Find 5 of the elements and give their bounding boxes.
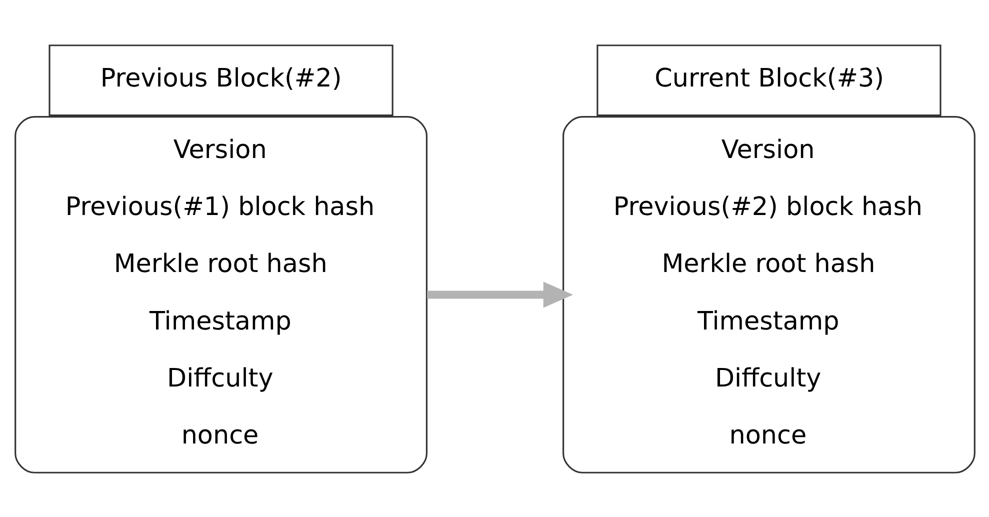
node-box: Previous Block(#2) <box>48 44 393 116</box>
arrow <box>426 281 573 308</box>
node-box: Version Previous(#2) block hash Merkle root hash Timestamp Diffculty nonce <box>562 116 975 473</box>
node-box: Version Previous(#1) block hash Merkle root hash Timestamp Diffculty nonce <box>14 116 427 473</box>
node-box: Current Block(#3) <box>596 44 941 116</box>
